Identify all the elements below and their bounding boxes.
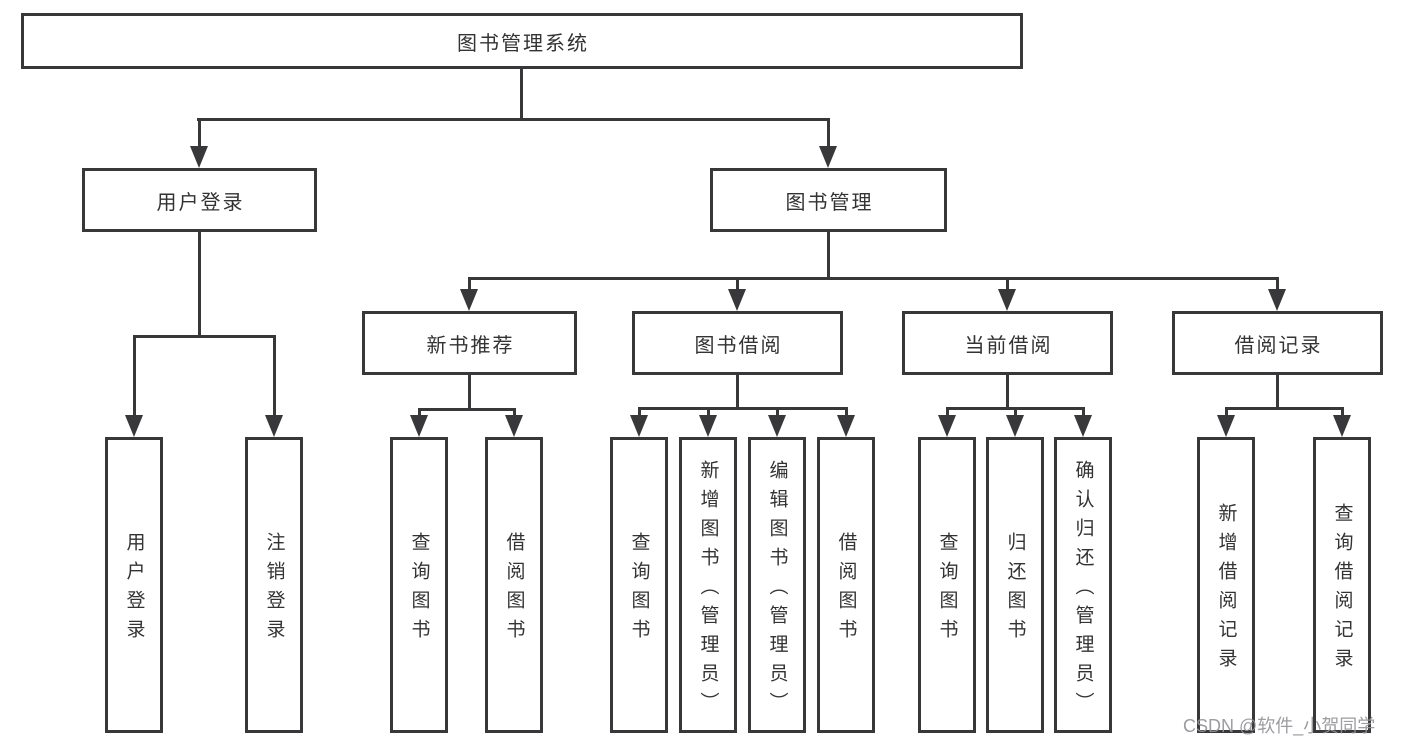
connector-drop-leaf <box>776 407 779 416</box>
arrowhead-down <box>1074 415 1092 437</box>
node-leaf-confirm-return-admin: 确认归还（管理员） <box>1054 437 1112 733</box>
node-leaf-borrow-book-recommend: 借阅图书 <box>485 437 543 733</box>
connector-borrow-record-bar <box>1225 407 1344 410</box>
arrowhead-down <box>630 415 648 437</box>
arrowhead-down <box>1006 415 1024 437</box>
arrowhead-down <box>1333 415 1351 437</box>
node-leaf-query-book-recommend: 查询图书 <box>390 437 448 733</box>
arrowhead-down <box>125 415 143 437</box>
connector-drop-new-book <box>468 277 471 291</box>
connector-drop-leaf <box>418 408 421 416</box>
node-leaf-add-book-admin-label: 新增图书（管理员） <box>697 459 719 721</box>
arrowhead-down <box>190 146 208 168</box>
arrowhead-down <box>837 415 855 437</box>
connector-drop-leaf <box>1082 407 1085 416</box>
connector-book-management-stem <box>827 232 830 277</box>
node-leaf-borrow-book-recommend-label: 借阅图书 <box>503 532 525 648</box>
node-book-borrow-label: 图书借阅 <box>694 334 783 357</box>
connector-drop-leaf <box>845 407 848 416</box>
connector-drop-user-login <box>198 118 201 148</box>
connector-drop-book-borrow <box>736 277 739 291</box>
node-leaf-query-book-current: 查询图书 <box>918 437 976 733</box>
arrowhead-down <box>460 289 478 311</box>
arrowhead-down <box>410 415 428 437</box>
arrowhead-down <box>699 415 717 437</box>
connector-root-stem <box>520 69 523 118</box>
node-leaf-add-borrow-record: 新增借阅记录 <box>1197 437 1255 733</box>
node-new-book-recommend-label: 新书推荐 <box>426 334 515 357</box>
arrowhead-down <box>998 289 1016 311</box>
node-leaf-query-book-borrow-label: 查询图书 <box>628 532 650 648</box>
connector-drop-current-borrow <box>1006 277 1009 291</box>
node-leaf-borrow-book-label: 借阅图书 <box>835 532 857 648</box>
arrowhead-down <box>819 146 837 168</box>
connector-drop-leaf <box>1225 407 1228 416</box>
node-book-management: 图书管理 <box>710 168 947 232</box>
connector-drop-leaf <box>1341 407 1344 416</box>
connector-user-login-bar <box>133 335 276 338</box>
node-leaf-return-book-label: 归还图书 <box>1004 532 1026 648</box>
connector-book-borrow-bar <box>638 407 848 410</box>
node-user-login: 用户登录 <box>82 168 317 232</box>
arrowhead-down <box>1268 289 1286 311</box>
connector-drop-book-management <box>827 118 830 148</box>
node-leaf-query-book-borrow: 查询图书 <box>610 437 668 733</box>
connector-borrow-record-stem <box>1276 375 1279 407</box>
node-book-borrow: 图书借阅 <box>632 311 843 375</box>
arrowhead-down <box>265 415 283 437</box>
node-leaf-user-login-label: 用户登录 <box>123 532 145 648</box>
connector-root-bar <box>197 118 830 121</box>
arrowhead-down <box>1217 415 1235 437</box>
connector-drop-leaf-user-login <box>133 335 136 417</box>
connector-current-borrow-stem <box>1006 375 1009 407</box>
node-leaf-add-book-admin: 新增图书（管理员） <box>679 437 737 733</box>
connector-new-book-bar <box>418 408 516 411</box>
connector-drop-leaf <box>707 407 710 416</box>
connector-drop-leaf <box>638 407 641 416</box>
node-leaf-edit-book-admin: 编辑图书（管理员） <box>748 437 806 733</box>
node-leaf-confirm-return-admin-label: 确认归还（管理员） <box>1072 459 1094 721</box>
node-leaf-add-borrow-record-label: 新增借阅记录 <box>1215 503 1237 677</box>
arrowhead-down <box>768 415 786 437</box>
arrowhead-down <box>728 289 746 311</box>
node-book-management-label: 图书管理 <box>785 191 874 214</box>
node-user-login-label: 用户登录 <box>156 191 245 214</box>
node-borrow-record-label: 借阅记录 <box>1234 334 1323 357</box>
connector-drop-leaf-logout <box>273 335 276 417</box>
connector-drop-borrow-record <box>1276 277 1279 291</box>
node-current-borrow: 当前借阅 <box>902 311 1113 375</box>
node-leaf-user-login: 用户登录 <box>105 437 163 733</box>
connector-drop-leaf <box>513 408 516 416</box>
node-current-borrow-label: 当前借阅 <box>964 334 1053 357</box>
node-new-book-recommend: 新书推荐 <box>362 311 577 375</box>
connector-drop-leaf <box>946 407 949 416</box>
connector-drop-leaf <box>1014 407 1017 416</box>
arrowhead-down <box>505 415 523 437</box>
arrowhead-down <box>938 415 956 437</box>
node-leaf-logout-login-label: 注销登录 <box>263 532 285 648</box>
node-leaf-borrow-book: 借阅图书 <box>817 437 875 733</box>
connector-book-borrow-stem <box>736 375 739 407</box>
node-leaf-query-borrow-record-label: 查询借阅记录 <box>1331 503 1353 677</box>
node-leaf-edit-book-admin-label: 编辑图书（管理员） <box>766 459 788 721</box>
connector-new-book-stem <box>468 375 471 408</box>
node-leaf-query-borrow-record: 查询借阅记录 <box>1313 437 1371 733</box>
node-leaf-return-book: 归还图书 <box>986 437 1044 733</box>
node-leaf-query-book-current-label: 查询图书 <box>936 532 958 648</box>
node-leaf-logout-login: 注销登录 <box>245 437 303 733</box>
connector-user-login-stem <box>198 232 201 335</box>
node-root: 图书管理系统 <box>21 13 1023 69</box>
node-borrow-record: 借阅记录 <box>1172 311 1383 375</box>
connector-book-management-bar <box>468 277 1279 280</box>
node-root-label: 图书管理系统 <box>457 32 589 55</box>
node-leaf-query-book-recommend-label: 查询图书 <box>408 532 430 648</box>
csdn-watermark: CSDN @软件_小贺同学 <box>1183 716 1376 736</box>
